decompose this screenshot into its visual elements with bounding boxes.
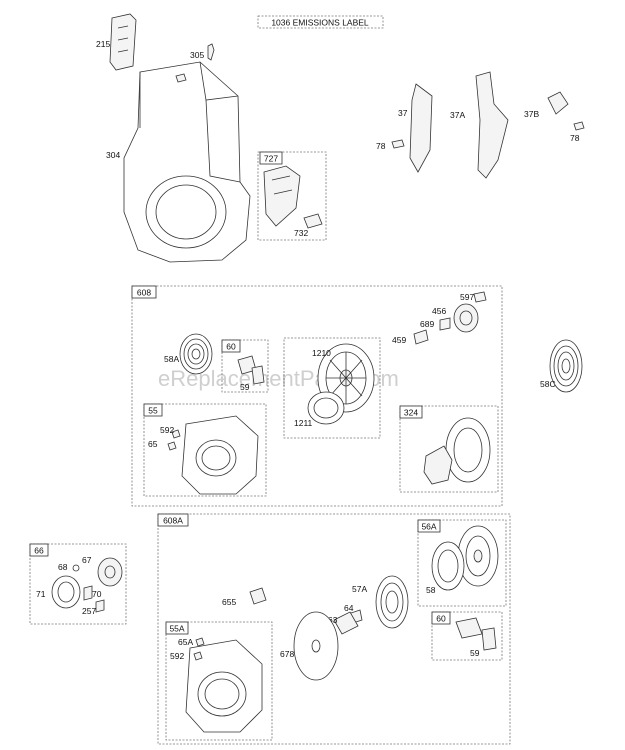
- group-56a-label: 56A: [421, 522, 436, 532]
- part-655: [249, 587, 267, 605]
- emissions-label-text: 1036 EMISSIONS LABEL: [271, 18, 369, 28]
- label-67: 67: [82, 555, 92, 565]
- label-64: 64: [344, 603, 354, 613]
- label-65: 65: [148, 439, 158, 449]
- label-58a: 58A: [164, 354, 179, 364]
- group-55-label: 55: [148, 406, 158, 416]
- part-58c-spring: [549, 339, 583, 393]
- group-66-label: 66: [34, 546, 44, 556]
- group-608a: 608A: [157, 513, 511, 745]
- label-655: 655: [222, 597, 236, 607]
- group-60-top-label: 60: [226, 342, 236, 352]
- emissions-label: 1036 EMISSIONS LABEL: [257, 15, 384, 29]
- label-732: 732: [294, 228, 308, 238]
- part-63: [333, 611, 359, 635]
- label-78-left: 78: [376, 141, 386, 151]
- part-37-shield: [409, 83, 433, 173]
- label-71: 71: [36, 589, 46, 599]
- label-59-top: 59: [240, 382, 250, 392]
- group-727-label: 727: [264, 154, 278, 164]
- label-1210: 1210: [312, 348, 331, 358]
- label-37b: 37B: [524, 109, 539, 119]
- part-215-bracket: [109, 13, 137, 71]
- label-304: 304: [106, 150, 120, 160]
- label-65a: 65A: [178, 637, 193, 647]
- part-78-screw-right: [573, 121, 585, 131]
- label-70: 70: [92, 589, 102, 599]
- label-257: 257: [82, 606, 96, 616]
- part-78-screw-left: [391, 139, 405, 149]
- group-324: 324: [399, 405, 499, 493]
- part-58a-spring: [179, 333, 213, 375]
- label-59-bottom: 59: [470, 648, 480, 658]
- group-55a: 55A 65A 592: [165, 621, 273, 741]
- part-678-disc: [293, 611, 339, 681]
- label-592-top: 592: [160, 425, 174, 435]
- group-1210-1211: 1210 1211: [283, 337, 381, 439]
- part-37b-bracket: [547, 91, 569, 115]
- label-37a: 37A: [450, 110, 465, 120]
- group-55a-label: 55A: [169, 624, 184, 634]
- label-1211: 1211: [294, 418, 313, 428]
- part-459: [413, 329, 429, 345]
- part-304-blower-housing: [123, 61, 251, 263]
- group-324-label: 324: [404, 408, 418, 418]
- group-56a: 56A 58: [417, 519, 507, 607]
- part-689: [439, 317, 451, 331]
- label-689: 689: [420, 319, 434, 329]
- label-305: 305: [190, 50, 204, 60]
- group-608-label: 608: [137, 288, 151, 298]
- part-37a-shield: [475, 71, 509, 179]
- part-597: [473, 291, 487, 303]
- label-597: 597: [460, 292, 474, 302]
- group-608a-label: 608A: [163, 516, 183, 526]
- label-78-right: 78: [570, 133, 580, 143]
- label-57a: 57A: [352, 584, 367, 594]
- label-37: 37: [398, 108, 408, 118]
- group-60-bottom-label: 60: [436, 614, 446, 624]
- part-456-pulley: [453, 303, 479, 333]
- group-55: 55 592 65: [143, 403, 267, 497]
- group-727: 727 732: [257, 151, 327, 241]
- label-678: 678: [280, 649, 294, 659]
- group-60-top: 60 59: [221, 339, 269, 393]
- part-57a-spring: [375, 575, 409, 629]
- label-63: 63: [328, 615, 338, 625]
- group-60-bottom: 60 59: [431, 611, 503, 661]
- group-66: 66 68 67 71 70 257: [29, 543, 127, 625]
- label-58c: 58C: [540, 379, 556, 389]
- label-215: 215: [96, 39, 110, 49]
- label-459: 459: [392, 335, 406, 345]
- label-456: 456: [432, 306, 446, 316]
- label-58: 58: [426, 585, 436, 595]
- label-592-bottom: 592: [170, 651, 184, 661]
- label-68: 68: [58, 562, 68, 572]
- group-608: 608: [131, 285, 503, 507]
- part-305-screw: [207, 43, 215, 61]
